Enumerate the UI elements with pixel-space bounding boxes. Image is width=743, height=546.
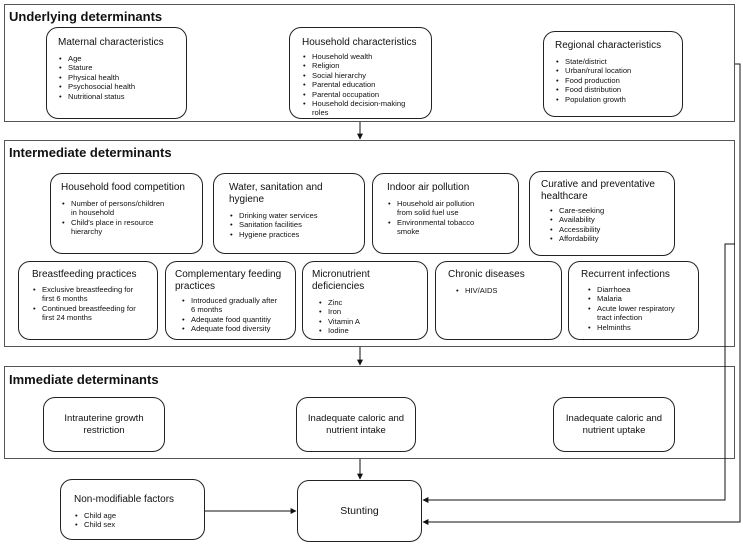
regional-characteristics-title: Regional characteristics: [555, 40, 662, 51]
list-item: Social hierarchy: [302, 71, 423, 81]
intrauterine-growth-restriction-label: Intrauterine growth restriction: [64, 412, 144, 436]
wash-title: Water, sanitation and hygiene: [229, 182, 323, 205]
underlying-section-title: Underlying determinants: [9, 9, 163, 24]
list-item: Diarrhoea: [587, 285, 681, 295]
indoor-air-pollution-title: Indoor air pollution: [387, 182, 470, 193]
recurrent-infections-title: Recurrent infections: [581, 269, 670, 280]
non-modifiable-factors-box: Non-modifiable factors Child age Child s…: [60, 479, 205, 540]
list-item: Population growth: [555, 95, 676, 105]
regional-characteristics-box: Regional characteristics State/district …: [543, 31, 683, 117]
stunting-box: Stunting: [297, 480, 422, 542]
wash-box: Water, sanitation and hygiene Drinking w…: [213, 173, 365, 254]
list-item: Vitamin A: [318, 317, 423, 327]
intrauterine-growth-restriction-box: Intrauterine growth restriction: [43, 397, 165, 452]
chronic-diseases-title: Chronic diseases: [448, 269, 525, 280]
list-item: Environmental tobacco smoke: [387, 218, 487, 237]
list-item: Adequate food diversity: [181, 324, 281, 334]
list-item: Child sex: [74, 520, 198, 530]
list-item: Iodine: [318, 326, 423, 336]
list-item: Stature: [58, 63, 178, 73]
list-item: Affordability: [549, 234, 668, 244]
list-item: Food distribution: [555, 85, 676, 95]
curative-preventative-healthcare-title: Curative and preventative healthcare: [541, 179, 655, 202]
breastfeeding-practices-title: Breastfeeding practices: [32, 269, 137, 280]
list-item: Malaria: [587, 294, 681, 304]
list-item: State/district: [555, 57, 676, 67]
indoor-air-pollution-box: Indoor air pollution Household air pollu…: [372, 173, 519, 254]
micronutrient-deficiencies-title: Micronutrient deficiencies: [312, 269, 370, 292]
caloric-nutrient-uptake-box: Inadequate caloric and nutrient uptake: [553, 397, 675, 452]
list-item: Zinc: [318, 298, 423, 308]
list-item: Urban/rural location: [555, 66, 676, 76]
list-item: Nutritional status: [58, 92, 178, 102]
list-item: Number of persons/children in household: [61, 199, 165, 218]
list-item: Parental education: [302, 80, 423, 90]
list-item: Availability: [549, 215, 668, 225]
list-item: Psychosocial health: [58, 82, 178, 92]
list-item: Iron: [318, 307, 423, 317]
curative-preventative-healthcare-box: Curative and preventative healthcare Car…: [529, 171, 675, 256]
non-modifiable-factors-title: Non-modifiable factors: [74, 494, 175, 505]
intermediate-section-title: Intermediate determinants: [9, 145, 172, 160]
list-item: Exclusive breastfeeding for first 6 mont…: [32, 285, 140, 304]
list-item: Physical health: [58, 73, 178, 83]
list-item: Acute lower respiratory tract infection: [587, 304, 681, 323]
list-item: Introduced gradually after 6 months: [181, 296, 281, 315]
recurrent-infections-box: Recurrent infections Diarrhoea Malaria A…: [568, 261, 699, 340]
list-item: Household wealth: [302, 52, 423, 62]
household-characteristics-box: Household characteristics Household weal…: [289, 27, 432, 119]
breastfeeding-practices-box: Breastfeeding practices Exclusive breast…: [18, 261, 158, 340]
list-item: Helminths: [587, 323, 681, 333]
list-item: Household air pollution from solid fuel …: [387, 199, 487, 218]
list-item: Continued breastfeeding for first 24 mon…: [32, 304, 140, 323]
household-characteristics-title: Household characteristics: [302, 37, 417, 48]
list-item: Age: [58, 54, 178, 64]
list-item: Parental occupation: [302, 90, 423, 100]
list-item: Drinking water services: [229, 211, 358, 221]
stunting-label: Stunting: [340, 505, 379, 517]
list-item: Accessibility: [549, 225, 668, 235]
list-item: HIV/AIDS: [455, 286, 556, 296]
complementary-feeding-practices-title: Complementary feeding practices: [175, 269, 282, 292]
list-item: Care-seeking: [549, 206, 668, 216]
list-item: Sanitation facilities: [229, 220, 358, 230]
list-item: Child age: [74, 511, 198, 521]
list-item: Child's place in resource hierarchy: [61, 218, 165, 237]
list-item: Adequate food quantitiy: [181, 315, 281, 325]
maternal-characteristics-box: Maternal characteristics Age Stature Phy…: [46, 27, 187, 119]
chronic-diseases-box: Chronic diseases HIV/AIDS: [435, 261, 562, 340]
list-item: Hygiene practices: [229, 230, 358, 240]
list-item: Food production: [555, 76, 676, 86]
household-food-competition-title: Household food competition: [61, 182, 185, 193]
list-item: Religion: [302, 61, 423, 71]
caloric-nutrient-uptake-label: Inadequate caloric and nutrient uptake: [565, 412, 663, 436]
micronutrient-deficiencies-box: Micronutrient deficiencies Zinc Iron Vit…: [302, 261, 428, 340]
complementary-feeding-practices-box: Complementary feeding practices Introduc…: [165, 261, 296, 340]
caloric-nutrient-intake-label: Inadequate caloric and nutrient intake: [307, 412, 405, 436]
maternal-characteristics-title: Maternal characteristics: [58, 37, 164, 48]
caloric-nutrient-intake-box: Inadequate caloric and nutrient intake: [296, 397, 416, 452]
list-item: Household decision-making roles: [302, 99, 407, 118]
immediate-section-title: Immediate determinants: [9, 372, 159, 387]
household-food-competition-box: Household food competition Number of per…: [50, 173, 203, 254]
